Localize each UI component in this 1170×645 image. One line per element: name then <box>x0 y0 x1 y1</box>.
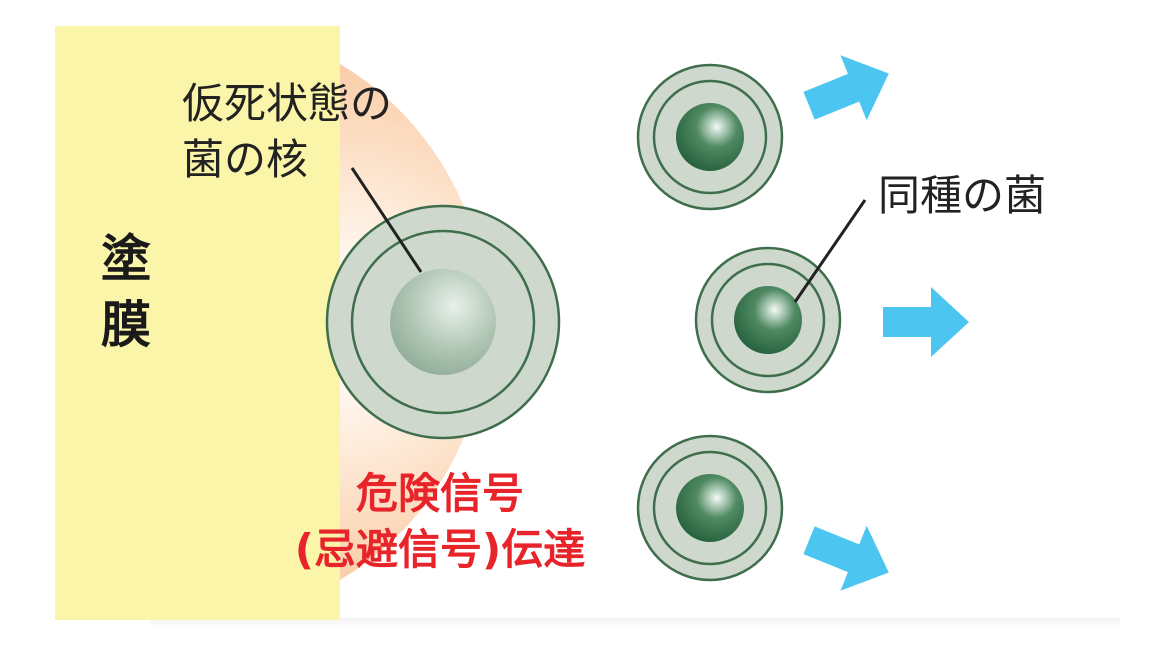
same-species-bacterium-top <box>636 63 784 211</box>
same-species-label: 同種の菌 <box>878 171 1047 220</box>
arrow-right-icon <box>883 287 969 357</box>
same-species-bacterium-middle <box>694 246 842 394</box>
arrow-up-right-icon <box>803 55 889 121</box>
dormant-bacterium <box>325 204 561 440</box>
coating-film <box>55 26 340 620</box>
dormant-nucleus <box>390 269 496 375</box>
arrow-down-right-icon <box>803 525 889 591</box>
same-species-bacterium-bottom <box>636 434 784 582</box>
leader-line-dormant <box>350 167 423 273</box>
coating-label: 塗 膜 <box>101 230 151 354</box>
danger-signal-label: 危険信号 (忌避信号)伝達 <box>294 469 586 574</box>
leader-line-same-species <box>793 199 867 303</box>
base-strip <box>150 618 1120 628</box>
dormant-nucleus-label: 仮死状態の 菌の核 <box>182 79 393 184</box>
